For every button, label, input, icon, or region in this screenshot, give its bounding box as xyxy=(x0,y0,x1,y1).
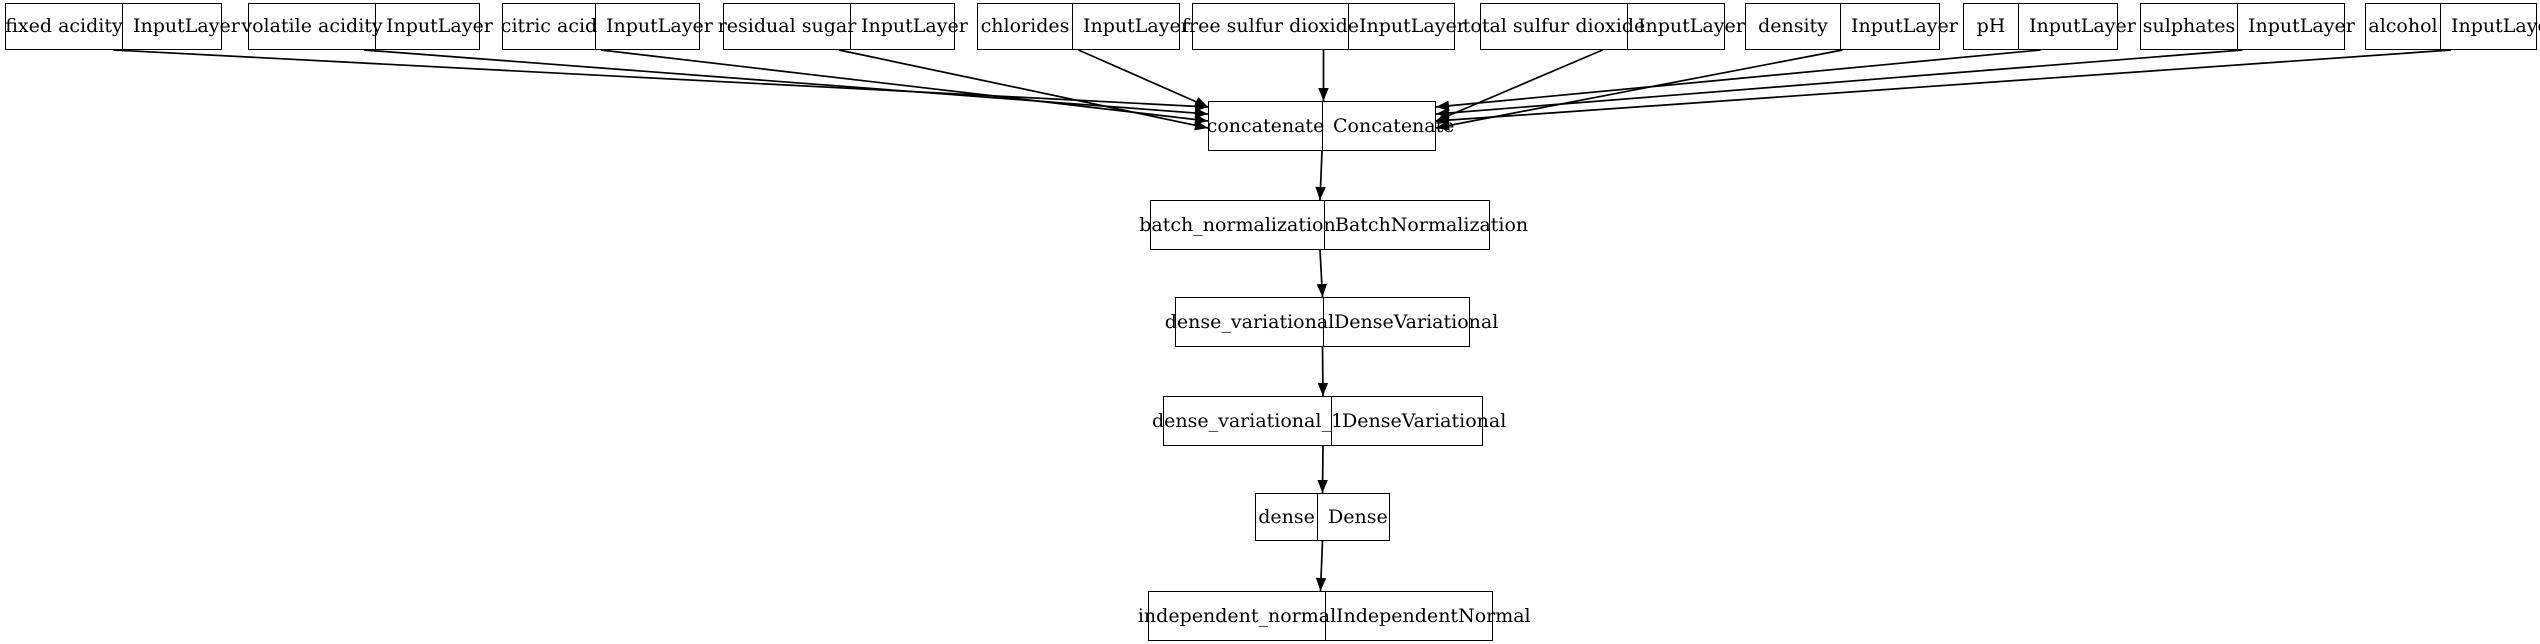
edge-density-to-concatenate xyxy=(1435,49,1843,129)
graph-node-pH[interactable]: pH InputLayer xyxy=(1963,3,2136,50)
graph-node-fixed_acidity[interactable]: fixed acidity InputLayer xyxy=(5,3,240,50)
node-name-label: volatile acidity xyxy=(241,4,383,49)
node-name-label: sulphates xyxy=(2141,4,2238,49)
node-name-label: concatenate xyxy=(1207,102,1324,150)
node-class-label: Concatenate xyxy=(1333,114,1455,137)
node-class-label: InputLayer xyxy=(606,15,713,37)
node-name-label: total sulfur dioxide xyxy=(1463,4,1645,49)
node-class-label: InputLayer xyxy=(2029,15,2136,37)
graph-node-dense[interactable]: dense Dense xyxy=(1255,493,1390,541)
edge-alcohol-to-concatenate xyxy=(1435,49,2452,122)
arrowhead-free_sulfur_dioxide-to-concatenate xyxy=(1318,88,1329,101)
node-class-label: InputLayer xyxy=(133,15,240,37)
node-name-label: dense xyxy=(1256,494,1318,540)
node-name-label: pH xyxy=(1964,4,2019,49)
arrowhead-dense-to-independent_normal xyxy=(1315,577,1327,591)
arrowhead-batch_normalization-to-dense_variational xyxy=(1316,283,1328,297)
edge-dense_variational-to-dense_variational_1 xyxy=(1321,346,1324,397)
node-class-label: InputLayer xyxy=(2451,15,2540,37)
node-name-label: dense_variational xyxy=(1165,298,1334,346)
node-name-label: free sulfur dioxide xyxy=(1182,4,1359,49)
node-name-label: citric acid xyxy=(501,4,597,49)
edge-concatenate-to-batch_normalization xyxy=(1319,150,1323,201)
graph-node-density[interactable]: density InputLayer xyxy=(1745,3,1958,50)
edge-fixed_acidity-to-concatenate xyxy=(113,49,1209,108)
node-name-label: independent_normal xyxy=(1138,592,1336,640)
node-class-label: InputLayer xyxy=(861,15,968,37)
node-name-label: batch_normalization xyxy=(1139,201,1336,249)
edge-batch_normalization-to-dense_variational xyxy=(1319,249,1324,298)
graph-node-sulphates[interactable]: sulphates InputLayer xyxy=(2140,3,2355,50)
edge-dense_variational_1-to-dense xyxy=(1321,445,1324,494)
arrowhead-chlorides-to-concatenate xyxy=(1194,97,1208,107)
node-class-label: Dense xyxy=(1328,505,1388,528)
edge-chlorides-to-concatenate xyxy=(1078,49,1209,108)
edge-citric_acid-to-concatenate xyxy=(600,49,1209,122)
graph-node-alcohol[interactable]: alcohol InputLayer xyxy=(2365,3,2540,50)
node-name-label: residual sugar xyxy=(718,4,856,49)
arrowhead-dense_variational_1-to-dense xyxy=(1317,479,1328,493)
node-class-label: InputLayer xyxy=(1851,15,1958,37)
graph-node-chlorides[interactable]: chlorides InputLayer xyxy=(977,3,1190,50)
edge-residual_sugar-to-concatenate xyxy=(838,49,1209,129)
arrowhead-fixed_acidity-to-concatenate xyxy=(1194,101,1208,112)
node-class-label: IndependentNormal xyxy=(1336,604,1531,627)
node-name-label: dense_variational_1 xyxy=(1152,397,1343,445)
node-name-label: chlorides xyxy=(978,4,1073,49)
node-class-label: BatchNormalization xyxy=(1335,213,1529,236)
arrowhead-dense_variational-to-dense_variational_1 xyxy=(1317,382,1329,396)
arrowhead-concatenate-to-batch_normalization xyxy=(1315,186,1326,200)
node-name-label: density xyxy=(1746,4,1841,49)
graph-node-concatenate[interactable]: concatenate Concatenate xyxy=(1207,101,1455,151)
edge-volatile_acidity-to-concatenate xyxy=(363,49,1209,115)
graph-node-citric_acid[interactable]: citric acid InputLayer xyxy=(501,3,713,50)
node-class-label: InputLayer xyxy=(386,15,493,37)
node-name-label: alcohol xyxy=(2366,4,2441,49)
edge-pH-to-concatenate xyxy=(1435,49,2041,108)
node-class-label: InputLayer xyxy=(1083,15,1190,37)
node-class-label: DenseVariational xyxy=(1342,409,1507,432)
edge-dense-to-independent_normal xyxy=(1319,540,1324,592)
node-class-label: InputLayer xyxy=(1359,15,1466,37)
node-class-label: DenseVariational xyxy=(1334,310,1499,333)
node-name-label: fixed acidity xyxy=(5,4,123,49)
node-class-label: InputLayer xyxy=(1638,15,1745,37)
node-class-label: InputLayer xyxy=(2248,15,2355,37)
edge-sulphates-to-concatenate xyxy=(1435,49,2243,115)
